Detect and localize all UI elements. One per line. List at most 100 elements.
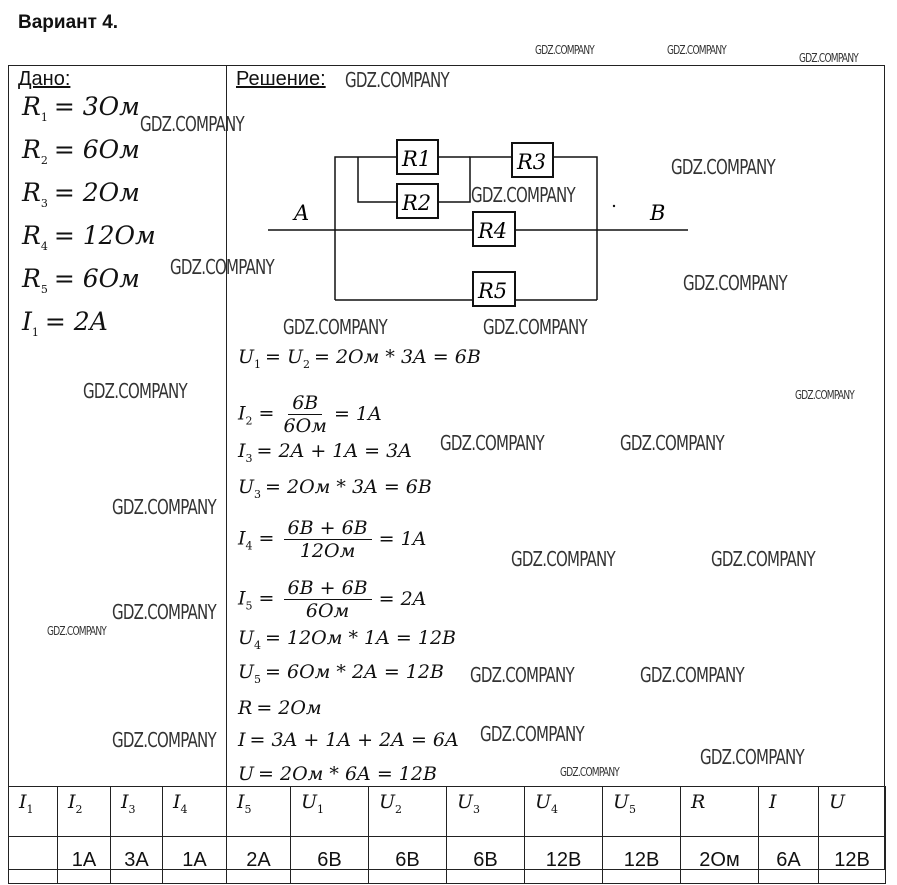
value: = 2A	[44, 307, 108, 336]
solution-header: Решение:	[236, 68, 326, 90]
value: = 3Ом	[53, 92, 140, 121]
watermark: GDZ.COMPANY	[667, 43, 727, 57]
expression: = 1A	[333, 402, 382, 425]
results-value-cell: 12B	[602, 836, 681, 884]
symbol: U	[238, 476, 255, 498]
watermark: GDZ.COMPANY	[170, 255, 275, 279]
given-item: I1= 2A	[22, 307, 108, 339]
results-value-cell: 6B	[290, 836, 369, 884]
watermark: GDZ.COMPANY	[560, 765, 620, 779]
subscript: 1	[40, 111, 48, 124]
symbol: U	[379, 791, 396, 813]
r5-label: R5	[477, 279, 507, 303]
results-value-cell: 1A	[57, 836, 111, 884]
subscript: 5	[40, 283, 48, 296]
subscript: 2	[75, 802, 83, 816]
watermark: GDZ.COMPANY	[795, 388, 855, 402]
results-value-cell: 2A	[226, 836, 291, 884]
denominator: 6Ом	[305, 600, 350, 622]
subscript: 4	[254, 638, 262, 652]
watermark: GDZ.COMPANY	[140, 112, 245, 136]
watermark: GDZ.COMPANY	[480, 722, 585, 746]
value: = 6Ом	[53, 135, 140, 164]
symbol: U	[301, 791, 318, 813]
results-value-cell: 3A	[110, 836, 163, 884]
subscript: 5	[629, 802, 637, 816]
symbol: I	[19, 791, 27, 813]
watermark: GDZ.COMPANY	[799, 51, 859, 65]
watermark: GDZ.COMPANY	[283, 315, 388, 339]
numerator: 6B + 6B	[283, 517, 372, 540]
watermark: GDZ.COMPANY	[683, 271, 788, 295]
denominator: 12Ом	[299, 540, 356, 562]
expression: = 2Ом * 3A = 6B	[314, 346, 481, 368]
symbol: R	[22, 221, 41, 250]
watermark: GDZ.COMPANY	[671, 155, 776, 179]
watermark: GDZ.COMPANY	[112, 728, 217, 752]
subscript: 4	[40, 240, 48, 253]
watermark: GDZ.COMPANY	[440, 431, 545, 455]
results-header-cell: I2	[57, 786, 111, 837]
results-value-cell	[8, 836, 58, 884]
subscript: 1	[317, 802, 325, 816]
solution-line: I= 3A + 1A + 2A = 6A	[238, 729, 459, 751]
watermark: GDZ.COMPANY	[83, 379, 188, 403]
solution-line: U1= U2= 2Ом * 3A = 6B	[238, 346, 481, 371]
given-item: R5= 6Ом	[22, 264, 140, 296]
r2-label: R2	[401, 191, 431, 215]
subscript: 2	[40, 154, 48, 167]
expression: = 2Ом * 3A = 6B	[265, 476, 432, 498]
expression: = U	[265, 346, 303, 368]
expression: = 12Ом * 1A = 12B	[265, 627, 457, 649]
value: = 12Ом	[53, 221, 156, 250]
results-header-cell: U1	[290, 786, 369, 837]
subscript: 4	[180, 802, 188, 816]
symbol: R	[691, 791, 706, 813]
results-header-cell: I3	[110, 786, 163, 837]
results-header-cell: I1	[8, 786, 58, 837]
given-header: Дано:	[18, 68, 71, 90]
subscript: 3	[254, 487, 262, 501]
solution-line: U= 2Ом * 6A = 12B	[238, 763, 437, 785]
circuit-diagram: A B R1 R2 R3 R4 R5	[268, 139, 688, 307]
results-header-cell: U3	[446, 786, 525, 837]
numerator: 6B	[288, 392, 323, 415]
subscript: 4	[245, 539, 253, 553]
numerator: 6B + 6B	[283, 577, 372, 600]
column-divider	[226, 65, 227, 786]
watermark: GDZ.COMPANY	[700, 745, 805, 769]
symbol: U	[457, 791, 474, 813]
results-value-cell: 6A	[758, 836, 819, 884]
expression: = 3A + 1A + 2A = 6A	[249, 729, 459, 751]
subscript: 2	[395, 802, 403, 816]
r4-label: R4	[477, 219, 507, 243]
results-header-cell: U5	[602, 786, 681, 837]
symbol: I	[238, 402, 246, 425]
symbol: U	[829, 791, 846, 813]
page-title: Вариант 4.	[18, 12, 119, 33]
watermark: GDZ.COMPANY	[640, 663, 745, 687]
expression: = 2A + 1A = 3A	[256, 440, 412, 462]
symbol: I	[238, 440, 246, 462]
watermark: GDZ.COMPANY	[112, 495, 217, 519]
expression: = 2Ом	[256, 697, 322, 719]
results-value-cell: 6B	[368, 836, 447, 884]
expression: = 1A	[378, 527, 427, 550]
subscript: 2	[245, 414, 253, 428]
value: = 6Ом	[53, 264, 140, 293]
symbol: U	[238, 627, 255, 649]
results-header-cell: I5	[226, 786, 291, 837]
subscript: 1	[26, 802, 34, 816]
results-header-cell: R	[680, 786, 759, 837]
symbol: I	[237, 791, 245, 813]
subscript: 3	[40, 197, 48, 210]
symbol: R	[238, 697, 253, 719]
solution-line: U3= 2Ом * 3A = 6B	[238, 476, 432, 501]
symbol: I	[68, 791, 76, 813]
symbol: U	[238, 763, 255, 785]
results-value-cell: 1A	[162, 836, 227, 884]
